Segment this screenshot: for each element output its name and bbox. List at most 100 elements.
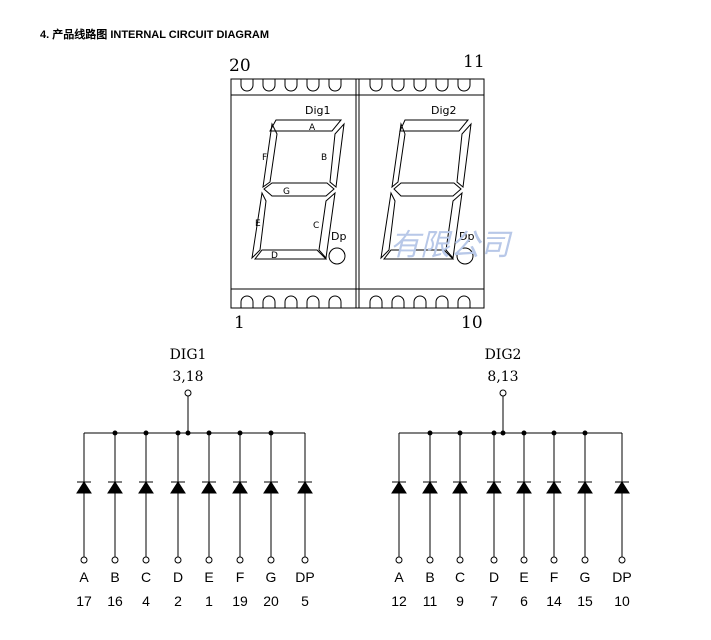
pin-number-dp: 10 [614, 593, 630, 609]
digit1-label-b: B [321, 153, 327, 163]
digit2-label-dp: Dp [459, 230, 474, 243]
diode-dp [614, 481, 630, 494]
digit-1 [251, 119, 346, 265]
package-pin-bottom-right: 10 [461, 313, 483, 333]
package-pin-tooth-top [457, 79, 471, 92]
segment-label-b: B [425, 569, 434, 585]
common-terminal [184, 389, 192, 397]
terminal-c [456, 556, 464, 564]
common-digit-name: DIG2 [485, 347, 522, 363]
segment-label-d: D [489, 569, 499, 585]
digit1-label-a: A [309, 123, 316, 133]
digit1-segment-c [318, 191, 336, 260]
segment-label-e: E [519, 569, 528, 585]
digit1-label-f: F [262, 153, 267, 163]
digit1-label-d: D [271, 251, 278, 261]
common-pin-numbers: 3,18 [172, 369, 203, 385]
pin-number-g: 15 [577, 593, 593, 609]
digit1-segment-a [269, 119, 343, 132]
digit1-segment-f [262, 122, 278, 189]
diode-g [577, 481, 593, 494]
diode-d [486, 481, 502, 494]
package-pin-tooth-bottom [262, 295, 276, 308]
terminal-d [174, 556, 182, 564]
digit1-segment-e [251, 191, 267, 260]
pin-number-b: 11 [423, 593, 438, 609]
common-pin-numbers: 8,13 [487, 369, 518, 385]
terminal-dp [301, 556, 309, 564]
package-pin-tooth-bottom [306, 295, 320, 308]
package-drawing [230, 78, 485, 309]
digit1-label-e: E [255, 219, 261, 229]
pin-number-c: 4 [142, 593, 150, 609]
pin-number-g: 20 [263, 593, 279, 609]
digit2-label: Dig2 [431, 104, 457, 117]
terminal-f [550, 556, 558, 564]
pin-number-a: 12 [391, 593, 407, 609]
package-pin-tooth-bottom [369, 295, 383, 308]
segment-label-g: G [580, 569, 591, 585]
digit2-segment-e [380, 191, 396, 260]
common-digit-name: DIG1 [170, 347, 207, 363]
common-terminal [499, 389, 507, 397]
package-pin-tooth-bottom [391, 295, 405, 308]
pin-number-c: 9 [456, 593, 464, 609]
pin-number-a: 17 [76, 593, 92, 609]
digit1-segment-g [263, 182, 335, 197]
package-pin-tooth-bottom [284, 295, 298, 308]
diode-a [76, 481, 92, 494]
terminal-a [80, 556, 88, 564]
diode-e [516, 481, 532, 494]
package-pin-top-right: 11 [463, 52, 485, 72]
package-pin-tooth-top [240, 79, 254, 92]
digit2-dp-dot [456, 247, 474, 265]
diode-dp [297, 481, 313, 494]
terminal-g [267, 556, 275, 564]
terminal-e [520, 556, 528, 564]
package-pin-tooth-top [284, 79, 298, 92]
terminal-c [142, 556, 150, 564]
pin-number-d: 2 [174, 593, 182, 609]
schematics: DIG13,18A17B16C4D2E1F19G20DP5DIG28,13A12… [76, 347, 632, 609]
terminal-g [581, 556, 589, 564]
terminal-f [236, 556, 244, 564]
segment-label-f: F [236, 569, 245, 585]
diode-b [107, 481, 123, 494]
diode-c [138, 481, 154, 494]
package-pin-top-left: 20 [229, 56, 251, 76]
digit1-label: Dig1 [305, 104, 331, 117]
package-pin-tooth-top [413, 79, 427, 92]
digit2-segment-d [382, 249, 455, 260]
segment-label-dp: DP [295, 569, 314, 585]
section-title-en: INTERNAL CIRCUIT DIAGRAM [110, 29, 269, 41]
segment-label-a: A [394, 569, 404, 585]
digit2-segment-g [393, 182, 462, 197]
package-pin-bottom-left: 1 [234, 313, 245, 333]
pin-number-f: 19 [232, 593, 248, 609]
package-pin-tooth-top [369, 79, 383, 92]
terminal-e [205, 556, 213, 564]
digit1-segment-b [329, 122, 345, 188]
diode-c [452, 481, 468, 494]
package-pin-tooth-top [306, 79, 320, 92]
segment-label-g: G [266, 569, 277, 585]
terminal-d [490, 556, 498, 564]
segment-label-d: D [173, 569, 183, 585]
pin-number-d: 7 [490, 593, 498, 609]
diode-b [422, 481, 438, 494]
watermark: 有限公司 [390, 228, 513, 263]
digit1-dp-dot [328, 247, 346, 265]
digit2-segment-a [399, 119, 470, 132]
diode-d [170, 481, 186, 494]
package-pin-tooth-bottom [457, 295, 471, 308]
segment-label-b: B [110, 569, 119, 585]
segment-label-dp: DP [612, 569, 631, 585]
terminal-dp [618, 556, 626, 564]
digit2-segment-c [445, 191, 463, 260]
pin-number-e: 1 [205, 593, 213, 609]
digit2-segment-f [391, 122, 406, 189]
